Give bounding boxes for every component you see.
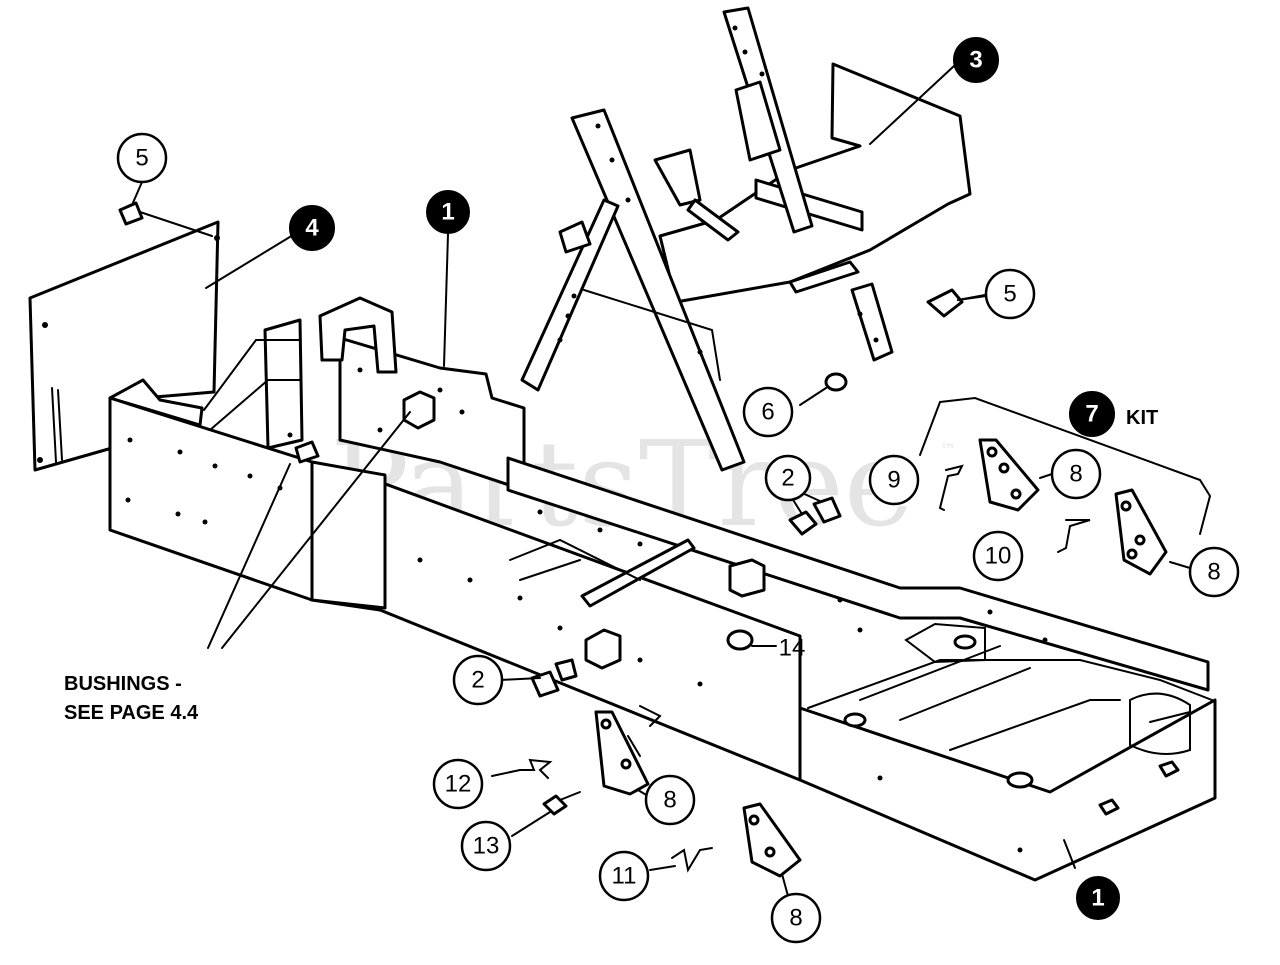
svg-text:8: 8 [663, 787, 676, 814]
svg-text:4: 4 [305, 215, 319, 242]
callout-8-kit-right: 8 [1188, 546, 1240, 598]
svg-text:1: 1 [441, 199, 454, 226]
callout-5-right: 5 [984, 268, 1036, 320]
svg-text:3: 3 [969, 47, 982, 74]
bushings-note-line2: SEE PAGE 4.4 [64, 702, 199, 724]
watermark-trademark: ™ [940, 440, 956, 459]
part-seat-bracket [520, 6, 972, 472]
callout-8-kit-upper: 8 [1050, 448, 1102, 500]
callout-5-left: 5 [116, 132, 168, 184]
callout-3: 3 [953, 37, 999, 83]
svg-text:8: 8 [1207, 559, 1220, 586]
svg-text:5: 5 [135, 145, 148, 172]
svg-text:8: 8 [789, 905, 802, 932]
part-bushing-upper [788, 491, 842, 536]
callout-1-lower: 1 [1076, 876, 1120, 920]
callout-6: 6 [742, 386, 794, 438]
svg-text:7: 7 [1085, 401, 1098, 428]
callout-8-lower-center: 8 [644, 774, 696, 826]
svg-text:2: 2 [781, 465, 794, 492]
leader-lines [131, 65, 1191, 897]
callout-13: 13 [460, 820, 512, 872]
svg-text:13: 13 [473, 833, 500, 860]
callout-2-upper: 2 [764, 454, 812, 502]
svg-text:12: 12 [445, 771, 472, 798]
svg-text:8: 8 [1069, 461, 1082, 488]
kit-label: KIT [1126, 407, 1158, 429]
part-spring-11 [671, 847, 713, 873]
callout-12: 12 [432, 758, 484, 810]
part-bolt-right [926, 288, 986, 318]
svg-text:10: 10 [985, 543, 1012, 570]
part-main-frame [108, 296, 1217, 882]
part-bolt-13 [542, 791, 581, 816]
callout-2-lower: 2 [452, 654, 504, 706]
callout-8-lower-right: 8 [770, 892, 822, 944]
part-bolt-upper-left [118, 201, 213, 237]
svg-text:2: 2 [471, 667, 484, 694]
part-plate-lower-center [594, 705, 662, 796]
callout-7: 7 [1069, 391, 1115, 437]
callout-14: 14 [779, 635, 806, 662]
svg-text:5: 5 [1003, 281, 1016, 308]
bushings-note-line1: BUSHINGS - [64, 673, 182, 695]
callout-4: 4 [289, 205, 335, 251]
part-kit-bracket [919, 396, 1212, 576]
svg-text:11: 11 [612, 863, 637, 890]
svg-text:14: 14 [779, 635, 806, 662]
svg-text:9: 9 [887, 467, 900, 494]
part-bushing-lower [530, 658, 578, 698]
svg-text:1: 1 [1091, 885, 1104, 912]
callout-1-upper: 1 [426, 190, 470, 234]
callout-11: 11 [598, 850, 650, 902]
part-plate-lower-right [742, 802, 802, 878]
part-grommet [726, 629, 777, 651]
svg-text:6: 6 [761, 399, 774, 426]
callout-10: 10 [972, 530, 1024, 582]
part-nut [799, 372, 848, 406]
callout-9: 9 [868, 454, 920, 506]
part-spring-12 [519, 758, 553, 779]
